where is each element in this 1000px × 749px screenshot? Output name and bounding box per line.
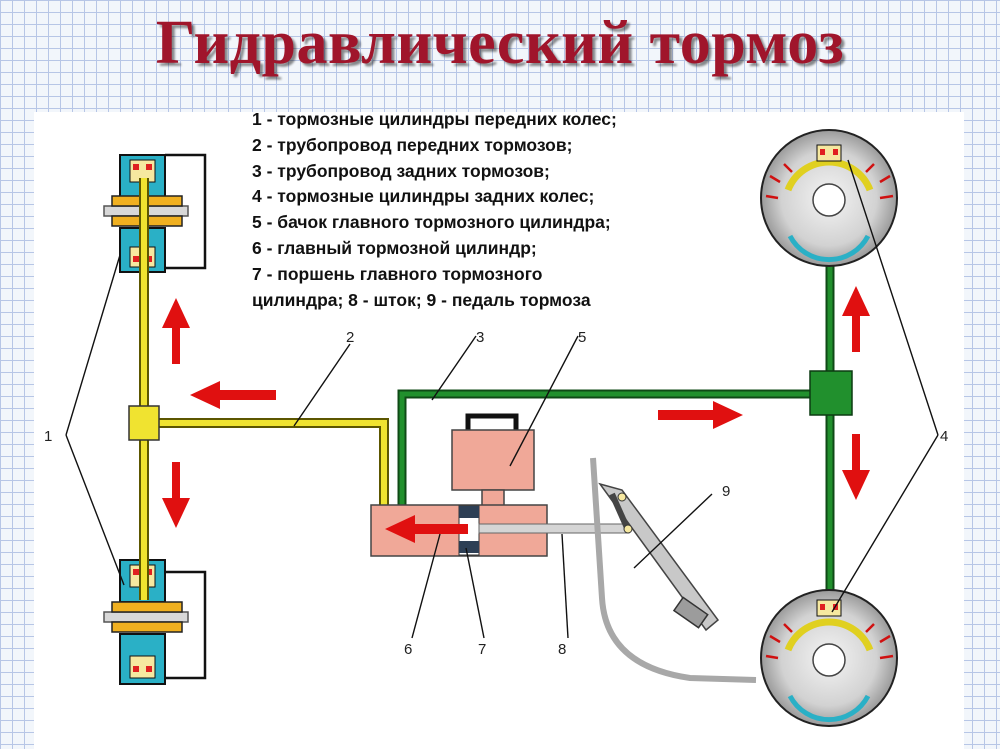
callout-6: 6 [404, 641, 412, 658]
arrow-up-rear [842, 286, 870, 352]
front-wheel-top-assembly [103, 153, 207, 273]
flow-arrows [162, 286, 870, 543]
leader-lines [65, 159, 939, 639]
legend-item-1: 1 - тормозные цилиндры передних колес; [252, 109, 617, 129]
callout-4: 4 [940, 428, 948, 445]
legend-item-8: цилиндра; 8 - шток; 9 - педаль тормоза [252, 289, 591, 310]
arrow-left-cylinder [385, 515, 468, 543]
callout-1: 1 [44, 428, 52, 445]
arrow-down-rear [842, 434, 870, 500]
rear-drum-bottom [760, 589, 898, 727]
callout-7: 7 [478, 641, 486, 658]
legend-item-3: 3 - трубопровод задних тормозов; [252, 160, 550, 181]
legend-item-5: 5 - бачок главного тормозного цилиндра; [252, 212, 611, 233]
arrow-left-front [190, 381, 276, 409]
callout-9: 9 [722, 483, 730, 500]
rear-drum-top [760, 129, 898, 267]
master-cylinder-reservoir [451, 413, 535, 507]
arrow-down-front [162, 462, 190, 528]
front-brake-line [128, 178, 389, 600]
brake-pedal [590, 457, 757, 683]
rear-brake-line [397, 262, 853, 600]
callout-8: 8 [558, 641, 566, 658]
legend-item-6: 6 - главный тормозной цилиндр; [252, 237, 537, 258]
callout-2: 2 [346, 329, 354, 346]
callout-5: 5 [578, 329, 586, 346]
legend: 1 - тормозные цилиндры передних колес; 2… [252, 107, 617, 313]
legend-item-4: 4 - тормозные цилиндры задних колес; [252, 186, 595, 207]
front-wheel-bottom-assembly [103, 559, 207, 685]
arrow-right-rear [658, 401, 743, 429]
callout-3: 3 [476, 329, 484, 346]
legend-item-2: 2 - трубопровод передних тормозов; [252, 134, 573, 155]
legend-item-7: 7 - поршень главного тормозного [252, 263, 543, 284]
page-title: Гидравлический тормоз [155, 9, 845, 77]
arrow-up-front [162, 298, 190, 364]
